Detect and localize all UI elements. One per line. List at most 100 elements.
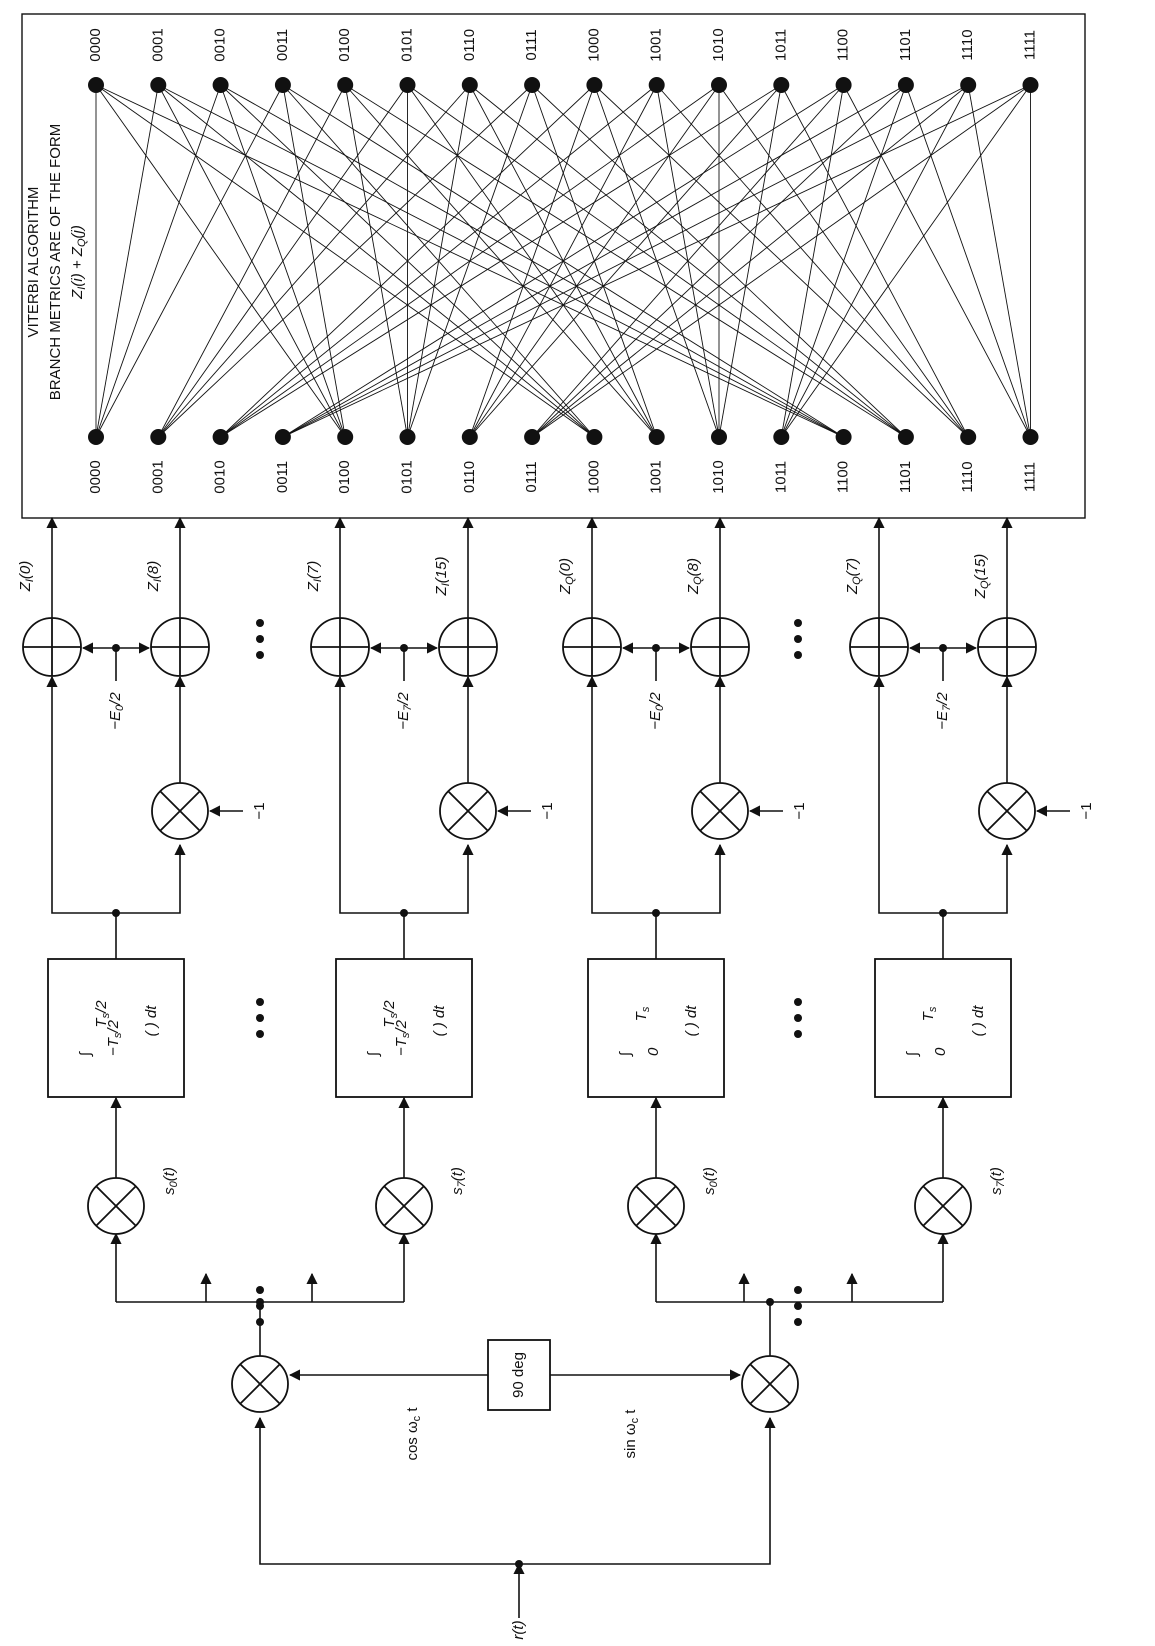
multiplier-x [699, 790, 741, 832]
ellipsis-4 [794, 998, 802, 1038]
ellipsis-3 [794, 1286, 802, 1326]
i-row1-bias-junction [400, 644, 408, 652]
trellis-branch [282, 84, 844, 438]
q-row1-neg-label: −1 [1078, 802, 1095, 819]
i-row1-integral-body: ( ) dt [431, 1005, 448, 1037]
trellis-state-left [524, 429, 541, 445]
trellis-state-right [461, 77, 478, 93]
ellipsis-dot [794, 651, 802, 659]
ellipsis-dot [256, 998, 264, 1006]
q-row0-adder-top [562, 617, 622, 677]
q-row1-integral-lower: 0 [932, 1047, 949, 1056]
trellis-branch [843, 84, 1031, 438]
trellis-state-left [337, 429, 354, 445]
i-row0-negation-multiplier [151, 782, 209, 840]
ellipsis-dot [794, 619, 802, 627]
trellis-state-label-left: 0001 [149, 460, 166, 493]
ellipsis-dot [256, 1302, 264, 1310]
ellipsis-dot [256, 619, 264, 627]
trellis-state-label-left: 1110 [959, 461, 976, 492]
multiplier-x [986, 790, 1028, 832]
q-row1-bias-junction [939, 644, 947, 652]
i-row1-negation-multiplier [439, 782, 497, 840]
trellis-state-right [399, 77, 416, 93]
ellipsis-dot [794, 1318, 802, 1326]
q-row1-integral-body: ( ) dt [970, 1005, 987, 1037]
i-row1-integral-lower: −Ts/2 [393, 1019, 412, 1056]
viterbi-box [21, 13, 1086, 519]
trellis-state-label-left: 1011 [772, 461, 789, 493]
q-row1-negated-path [943, 843, 1013, 914]
trellis-state-right [337, 77, 354, 93]
q-row0-adder-bottom [690, 617, 750, 677]
q-row1-adder-bottom [977, 617, 1037, 677]
trellis-state-label-right: 1100 [835, 29, 852, 61]
trellis-branch [905, 84, 1031, 438]
i-row0-integrator-box [47, 958, 185, 1098]
i-row0-integral-sign: ∫ [77, 1050, 94, 1057]
trellis-branch [220, 84, 595, 438]
trellis-state-right [274, 77, 291, 93]
trellis-branch [469, 84, 907, 438]
i-row0-split-junction [112, 909, 120, 917]
multiplier-x [159, 790, 201, 832]
trellis-state-label-right: 0110 [461, 29, 478, 61]
trellis-state-label-right: 0100 [336, 28, 353, 61]
i-row1-negated-path [404, 843, 474, 914]
trellis-state-label-right: 0001 [149, 28, 166, 61]
q-row0-bias-junction [652, 644, 660, 652]
ellipsis-0 [256, 1286, 264, 1326]
ellipsis-dot [256, 1286, 264, 1294]
trellis-state-right [524, 77, 541, 93]
to-q-mixer [519, 1416, 776, 1565]
multiplier-x [239, 1363, 281, 1405]
phase-shift-label: 90 deg [510, 1352, 527, 1398]
ellipsis-dot [256, 1318, 264, 1326]
trellis-state-label-left: 1000 [585, 460, 602, 493]
trellis-state-label-left: 1100 [835, 461, 852, 493]
multiplier-x [749, 1363, 791, 1405]
trellis-state-left [960, 429, 977, 445]
i-row1-integrator-box [335, 958, 473, 1098]
q-row0-bias-label: −E0/2 [647, 692, 666, 730]
ellipsis-dot [794, 1286, 802, 1294]
trellis-state-right [897, 77, 914, 93]
q-row0-split-junction [652, 909, 660, 917]
trellis-state-label-left: 0010 [212, 460, 229, 493]
trellis-state-label-right: 1011 [772, 29, 789, 61]
trellis-state-right [835, 77, 852, 93]
trellis-state-left [399, 429, 416, 445]
i-row1-adder-bottom [438, 617, 498, 677]
i-row0-out-top-label: ZI(0) [17, 561, 36, 593]
ellipsis-dot [794, 1014, 802, 1022]
trellis-branch [282, 84, 595, 438]
ellipsis-dot [256, 635, 264, 643]
ellipsis-dot [256, 651, 264, 659]
q-row0-negation-multiplier [691, 782, 749, 840]
ellipsis-dot [256, 1014, 264, 1022]
trellis-branch [594, 84, 969, 438]
input-junction [515, 1560, 523, 1568]
ellipsis-5 [794, 619, 802, 659]
i-row1-integral-sign: ∫ [365, 1050, 382, 1057]
i-row1-split-junction [400, 909, 408, 917]
trellis-state-label-left: 1111 [1021, 462, 1038, 492]
i-row1-bias-label: −E7/2 [395, 692, 414, 730]
trellis-state-left [835, 429, 852, 445]
trellis-branch [158, 84, 844, 438]
q-row1-split-junction [939, 909, 947, 917]
trellis-state-label-left: 1010 [710, 460, 727, 493]
trellis-state-right [960, 77, 977, 93]
i-row0-adder-bottom [150, 617, 210, 677]
trellis-branch [157, 84, 346, 438]
trellis-state-right [711, 77, 727, 93]
input-label: r(t) [510, 1620, 527, 1639]
trellis-branch [95, 84, 159, 438]
multiplier-x [95, 1185, 137, 1227]
trellis-state-left [773, 429, 790, 445]
i-row0-integral-body: ( ) dt [143, 1005, 160, 1037]
trellis-state-label-left: 0100 [336, 460, 353, 493]
q-bus-junction [766, 1298, 774, 1306]
